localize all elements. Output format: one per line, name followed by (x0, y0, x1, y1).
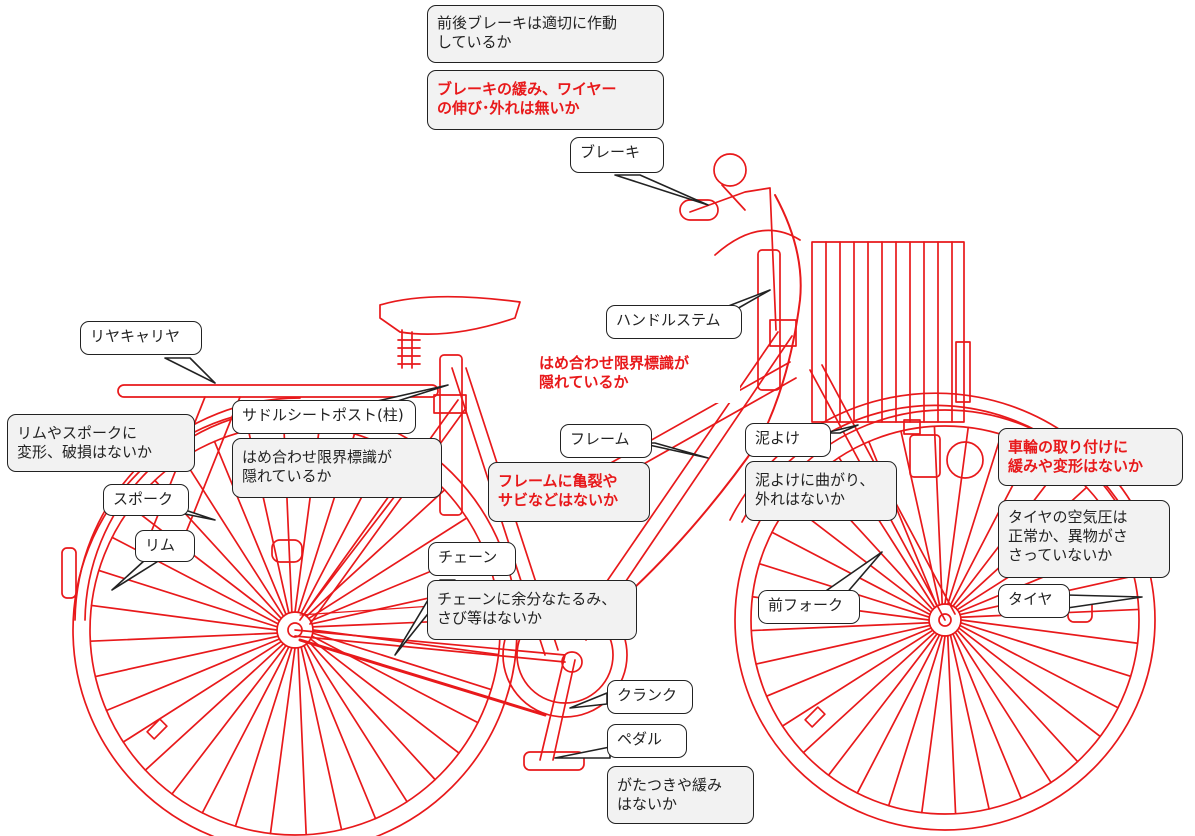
front-basket (811, 241, 971, 423)
spoke (269, 647, 296, 835)
pedal-label: ペダル (607, 724, 687, 758)
pointer-fender (824, 424, 859, 434)
valve (146, 718, 168, 740)
spoke (952, 633, 1023, 800)
spoke (856, 634, 941, 794)
spoke (944, 426, 970, 605)
rim-label: リム (135, 530, 195, 562)
chain-slack-note: チェーンに余分なたるみ、 さび等はないか (427, 580, 637, 640)
spoke (144, 642, 285, 771)
handlebar (679, 153, 801, 391)
spoke (89, 632, 279, 643)
spoke (297, 646, 308, 836)
spoke (122, 640, 283, 743)
spoke (802, 631, 936, 754)
spoke (303, 644, 377, 820)
frame-label: フレーム (560, 424, 652, 458)
spoke (960, 619, 1139, 645)
spoke (958, 627, 1102, 738)
spoke (949, 634, 990, 810)
post-limit-mark-note: はめ合わせ限界標識が 隠れているか (232, 438, 442, 498)
spoke (920, 635, 946, 814)
spoke (305, 642, 408, 803)
crank-pedal (523, 651, 585, 771)
spoke (90, 604, 278, 631)
frame-crack-note: フレームに亀裂や サビなどはないか (488, 462, 650, 522)
spoke (781, 629, 934, 727)
crank-label: クランク (607, 680, 693, 714)
spoke (201, 646, 290, 814)
tire-label: タイヤ (998, 584, 1070, 618)
tire-pressure-note: タイヤの空気圧は 正常か、異物がさ さっていないか (998, 500, 1170, 578)
spoke (307, 517, 468, 620)
spoke (765, 627, 932, 698)
spoke (827, 633, 938, 777)
pointer-front-fork (819, 551, 883, 596)
chain-label: チェーン (428, 542, 516, 576)
spoke (956, 629, 1079, 763)
spoke (213, 440, 287, 616)
spoke (105, 638, 281, 712)
spoke (234, 646, 293, 828)
fender-label: 泥よけ (745, 423, 831, 457)
spoke (171, 644, 287, 795)
spoke (307, 640, 436, 781)
spoke (959, 621, 1132, 678)
rear-light (271, 539, 303, 563)
spoke (182, 457, 285, 618)
spoke (300, 646, 343, 831)
rear-carrier-label: リヤキャリヤ (80, 321, 202, 355)
spoke-label: スポーク (103, 484, 189, 516)
valve-front (804, 706, 826, 728)
spoke (900, 430, 941, 606)
chain-line (298, 638, 547, 717)
spoke (887, 634, 944, 807)
brake-label: ブレーキ (570, 137, 664, 173)
spoke (750, 621, 931, 632)
spoke (305, 489, 446, 618)
pointer-tire (1066, 594, 1143, 609)
rim-spoke-note: リムやスポークに 変形、破損はないか (7, 414, 195, 472)
spoke (130, 506, 281, 622)
handle-stem-label: ハンドルステム (606, 305, 742, 339)
pedal-play-note: がたつきや緩み はないか (607, 766, 754, 824)
saddle-post-label: サドルシートポスト(柱) (232, 400, 416, 434)
spoke (954, 631, 1052, 784)
pointer-brake (614, 174, 709, 206)
spoke (755, 624, 931, 665)
stem-limit-mark-note: はめ合わせ限界標識が 隠れているか (530, 345, 740, 403)
brake-wire-note: ブレーキの緩み、ワイヤー の伸び･外れは無いか (427, 70, 664, 130)
wheel-mount-note: 車輪の取り付けに 緩みや変形はないか (998, 428, 1183, 486)
front-fork-label: 前フォーク (758, 590, 860, 624)
spoke (309, 638, 460, 754)
spoke (788, 502, 932, 613)
spoke (959, 624, 1119, 709)
spoke (933, 425, 944, 606)
seat (379, 295, 521, 516)
spoke (311, 632, 493, 691)
spoke (94, 635, 279, 678)
rear-reflector (61, 547, 77, 599)
brake-wire (609, 194, 802, 611)
pointer-rim (111, 559, 161, 591)
pointer-rear-carrier (164, 357, 216, 384)
brake-check-note: 前後ブレーキは適切に作動 しているか (427, 5, 664, 63)
spoke (946, 433, 1003, 606)
spoke (946, 634, 957, 815)
fender-bend-note: 泥よけに曲がり、 外れはないか (745, 461, 897, 521)
headlamp (903, 419, 984, 479)
